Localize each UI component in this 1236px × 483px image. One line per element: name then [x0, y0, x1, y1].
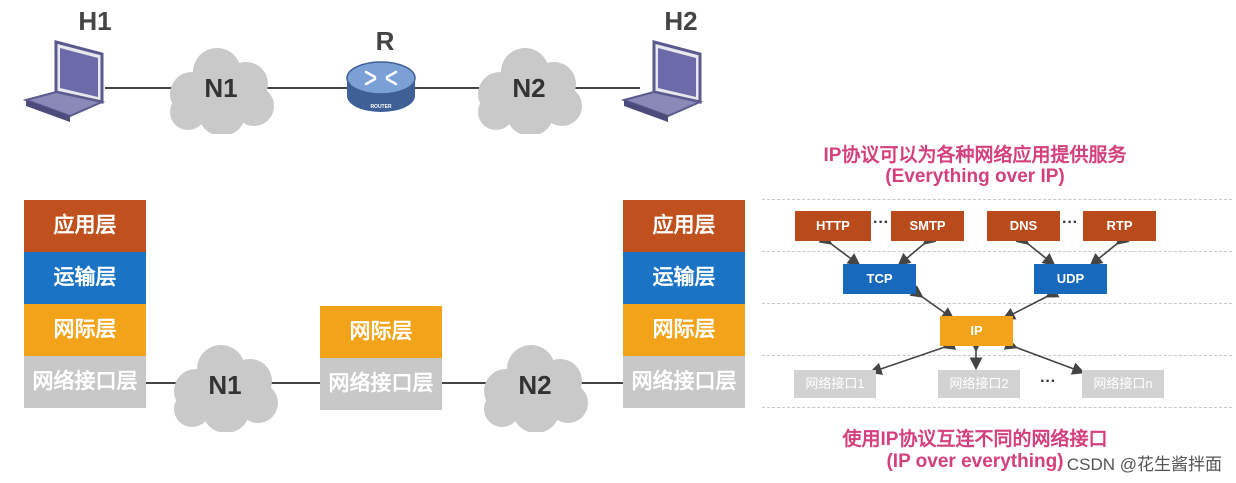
interface-2: 网络接口2 — [938, 370, 1020, 398]
ellipsis: ··· — [1062, 214, 1078, 231]
laptop-icon — [620, 40, 704, 122]
protocol-udp: UDP — [1034, 264, 1107, 294]
row-divider — [762, 355, 1232, 356]
protocol-rtp: RTP — [1083, 211, 1156, 241]
cloud-icon — [174, 345, 278, 432]
network-n2-label: N2 — [512, 73, 546, 103]
left-stack-interface: 网络接口层 — [24, 356, 146, 408]
ellipsis: ··· — [1040, 373, 1056, 390]
row-divider — [762, 199, 1232, 200]
router-stack-network: 网际层 — [320, 306, 442, 358]
row-divider — [762, 251, 1232, 252]
router-badge: ROUTER — [370, 104, 392, 110]
left-stack-transport: 运输层 — [24, 252, 146, 304]
laptop-icon — [22, 40, 106, 122]
router-stack-interface: 网络接口层 — [320, 358, 442, 410]
watermark: CSDN @花生酱拌面 — [1066, 455, 1222, 474]
interface-n: 网络接口n — [1082, 370, 1164, 398]
router-icon: ROUTER — [346, 61, 416, 112]
cloud-icon — [484, 345, 588, 432]
host1-label: H1 — [78, 6, 112, 36]
ellipsis: ··· — [873, 214, 889, 231]
bottom-caption-line2: (IP over everything) — [886, 451, 1064, 472]
protocol-tcp: TCP — [843, 264, 916, 294]
protocol-ip: IP — [940, 316, 1013, 346]
protocol-dns: DNS — [987, 211, 1060, 241]
cloud-icon — [170, 48, 274, 134]
top-caption-line2: (Everything over IP) — [885, 166, 1065, 187]
cloud-icon — [478, 48, 582, 134]
right-stack-transport: 运输层 — [623, 252, 745, 304]
bottom-caption-line1: 使用IP协议互连不同的网络接口 — [842, 429, 1108, 450]
right-stack-network: 网际层 — [623, 304, 745, 356]
left-stack-application: 应用层 — [24, 200, 146, 252]
row-divider — [762, 407, 1232, 408]
top-caption-line1: IP协议可以为各种网络应用提供服务 — [823, 145, 1127, 166]
host2-label: H2 — [664, 6, 698, 36]
router-label: R — [375, 26, 395, 56]
protocol-smtp: SMTP — [891, 211, 964, 241]
protocol-http: HTTP — [795, 211, 871, 241]
network-n1-label: N1 — [204, 73, 238, 103]
right-stack-application: 应用层 — [623, 200, 745, 252]
row-divider — [762, 303, 1232, 304]
network-n1-label: N1 — [208, 370, 242, 400]
left-stack-network: 网际层 — [24, 304, 146, 356]
interface-1: 网络接口1 — [794, 370, 876, 398]
right-stack-interface: 网络接口层 — [623, 356, 745, 408]
network-n2-label: N2 — [518, 370, 552, 400]
